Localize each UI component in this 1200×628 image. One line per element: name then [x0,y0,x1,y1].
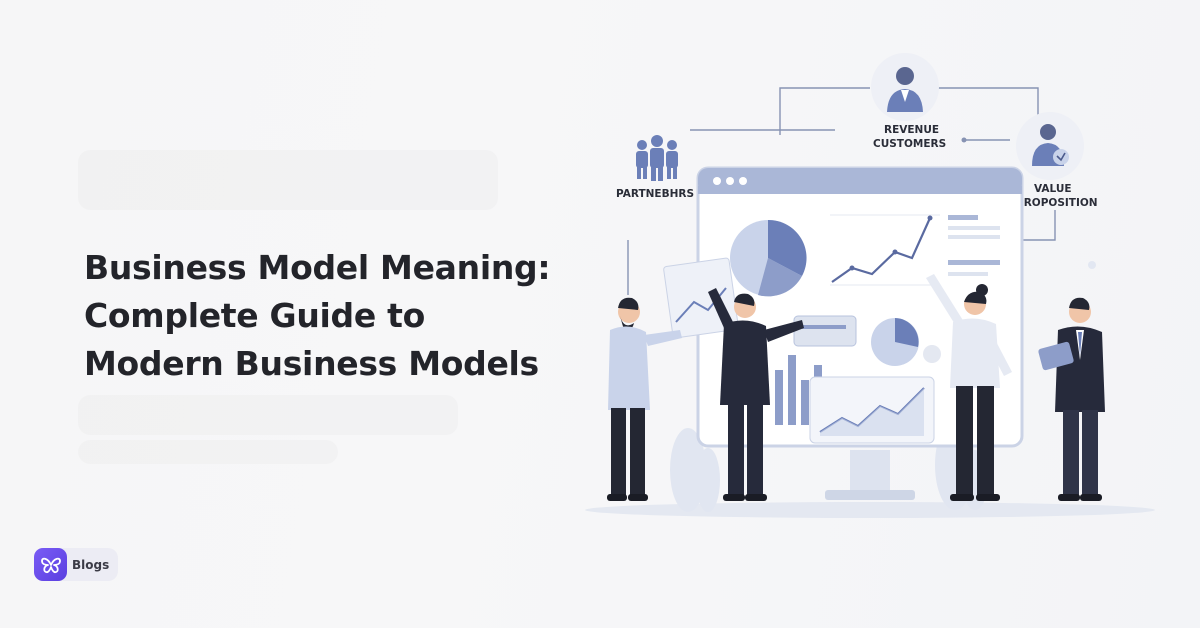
tooltip-card [793,315,857,347]
background-ghost-block [78,150,498,210]
tooltip-line [802,325,846,329]
butterfly-icon [34,548,67,581]
connector-lines [627,87,1056,295]
ground-shadow [585,502,1155,518]
label-proposition: PROPOSITION [1016,197,1098,209]
label-value: VALUE [1034,183,1072,195]
background-ghost-block [78,395,458,435]
business-illustration: PARTNEBHRS REVENUE CUSTOMERS VALUE PROPO… [585,53,1155,518]
article-title-line-2: Complete Guide to [84,296,425,335]
partners-icon [636,135,678,181]
value-proposition-icon [1032,124,1069,166]
label-revenue: REVENUE [884,124,939,136]
label-partners: PARTNEBHRS [616,188,694,200]
decor-dot [1088,261,1096,269]
floating-trend-card [809,376,935,444]
article-title: Business Model Meaning: Complete Guide t… [84,244,551,388]
background-ghost-block [78,440,338,464]
connector-dot [961,137,967,143]
dashboard-text-lines [948,215,1000,276]
dashboard-pie-chart [730,219,807,297]
customers-icon-bg [871,53,939,121]
person-figure [1038,297,1105,501]
dashboard-small-pie [871,318,941,366]
customers-icon [887,67,923,112]
brand-badge[interactable]: Blogs [34,548,119,581]
person-figure [926,274,1012,501]
article-title-line-3: Modern Business Models [84,344,539,383]
person-figure [708,288,804,501]
article-title-line-1: Business Model Meaning: [84,248,551,287]
label-customers: CUSTOMERS [873,138,946,150]
brand-name: Blogs [72,557,110,572]
dashboard-line-chart [830,214,940,286]
person-figure [607,297,682,501]
